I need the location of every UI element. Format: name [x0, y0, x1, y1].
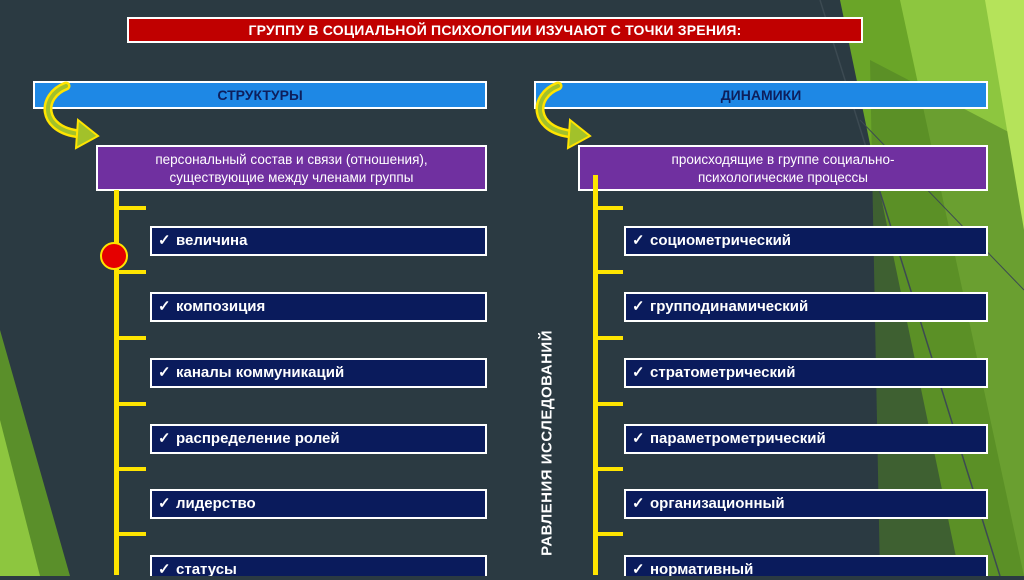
dynamics-item: ✓ групподинамический: [624, 292, 988, 322]
check-icon: ✓: [158, 495, 171, 512]
dynamics-description-line-1: происходящие в группе социально-: [671, 152, 895, 167]
check-icon: ✓: [158, 298, 171, 315]
structure-item: ✓ распределение ролей: [150, 424, 487, 454]
check-icon: ✓: [632, 232, 645, 249]
dynamics-item-label: организационный: [650, 495, 785, 512]
structure-description-line-1: персональный состав и связи (отношения),: [155, 152, 428, 167]
check-icon: ✓: [632, 561, 645, 576]
check-icon: ✓: [158, 364, 171, 381]
dynamics-item: ✓ организационный: [624, 489, 988, 519]
dynamics-item: ✓ социометрический: [624, 226, 988, 256]
structure-connector-branch: [114, 336, 146, 340]
dynamics-connector-branch: [593, 206, 623, 210]
structure-connector-branch: [114, 402, 146, 406]
structure-connector-branch: [114, 467, 146, 471]
structure-item: ✓ величина: [150, 226, 487, 256]
structure-connector-trunk: [114, 190, 119, 575]
check-icon: ✓: [632, 495, 645, 512]
dynamics-description-line-2: психологические процессы: [697, 170, 869, 185]
structure-connector-branch: [114, 532, 146, 536]
dynamics-item-label: социометрический: [650, 232, 792, 249]
dynamics-connector-branch: [593, 532, 623, 536]
check-icon: ✓: [158, 430, 171, 447]
curved-arrow-right-icon: [535, 81, 592, 150]
dynamics-item: ✓ стратометрический: [624, 358, 988, 388]
curved-arrow-left-icon: [43, 81, 100, 150]
research-directions-label: РАВЛЕНИЯ ИССЛЕДОВАНИЙ: [538, 330, 556, 556]
structure-item-label: величина: [176, 232, 248, 249]
structure-item: ✓ лидерство: [150, 489, 487, 519]
dynamics-item-label: нормативный: [650, 561, 754, 576]
structure-item-label: каналы коммуникаций: [176, 364, 345, 381]
structure-connector-branch: [114, 270, 146, 274]
check-icon: ✓: [158, 232, 171, 249]
dynamics-connector-branch: [593, 467, 623, 471]
dynamics-item-label: параметрометрический: [650, 430, 826, 447]
dynamics-header: ДИНАМИКИ: [534, 81, 988, 109]
structure-item-label: распределение ролей: [176, 430, 340, 447]
structure-item-label: лидерство: [176, 495, 256, 512]
dynamics-connector-branch: [593, 402, 623, 406]
dynamics-item-label: стратометрический: [650, 364, 796, 381]
structure-item: ✓ композиция: [150, 292, 487, 322]
check-icon: ✓: [632, 364, 645, 381]
structure-item: ✓ каналы коммуникаций: [150, 358, 487, 388]
dynamics-connector-branch: [593, 336, 623, 340]
structure-description: персональный состав и связи (отношения),…: [96, 145, 487, 191]
page-title: ГРУППУ В СОЦИАЛЬНОЙ ПСИХОЛОГИИ ИЗУЧАЮТ С…: [127, 17, 863, 43]
structure-item: ✓ статусы: [150, 555, 487, 576]
dynamics-item: ✓ нормативный: [624, 555, 988, 576]
structure-item-label: композиция: [176, 298, 266, 315]
structure-item-label: статусы: [176, 561, 237, 576]
structure-description-line-2: существующие между членами группы: [169, 170, 414, 185]
check-icon: ✓: [632, 430, 645, 447]
dynamics-description: происходящие в группе социально- психоло…: [578, 145, 988, 191]
structure-header: СТРУКТУРЫ: [33, 81, 487, 109]
dynamics-item-label: групподинамический: [650, 298, 809, 315]
dynamics-connector-trunk: [593, 175, 598, 575]
check-icon: ✓: [158, 561, 171, 576]
check-icon: ✓: [632, 298, 645, 315]
structure-connector-branch: [114, 206, 146, 210]
research-directions-label-container: РАВЛЕНИЯ ИССЛЕДОВАНИЙ: [532, 330, 562, 580]
dynamics-connector-branch: [593, 270, 623, 274]
red-marker-icon: [100, 242, 128, 270]
dynamics-item: ✓ параметрометрический: [624, 424, 988, 454]
